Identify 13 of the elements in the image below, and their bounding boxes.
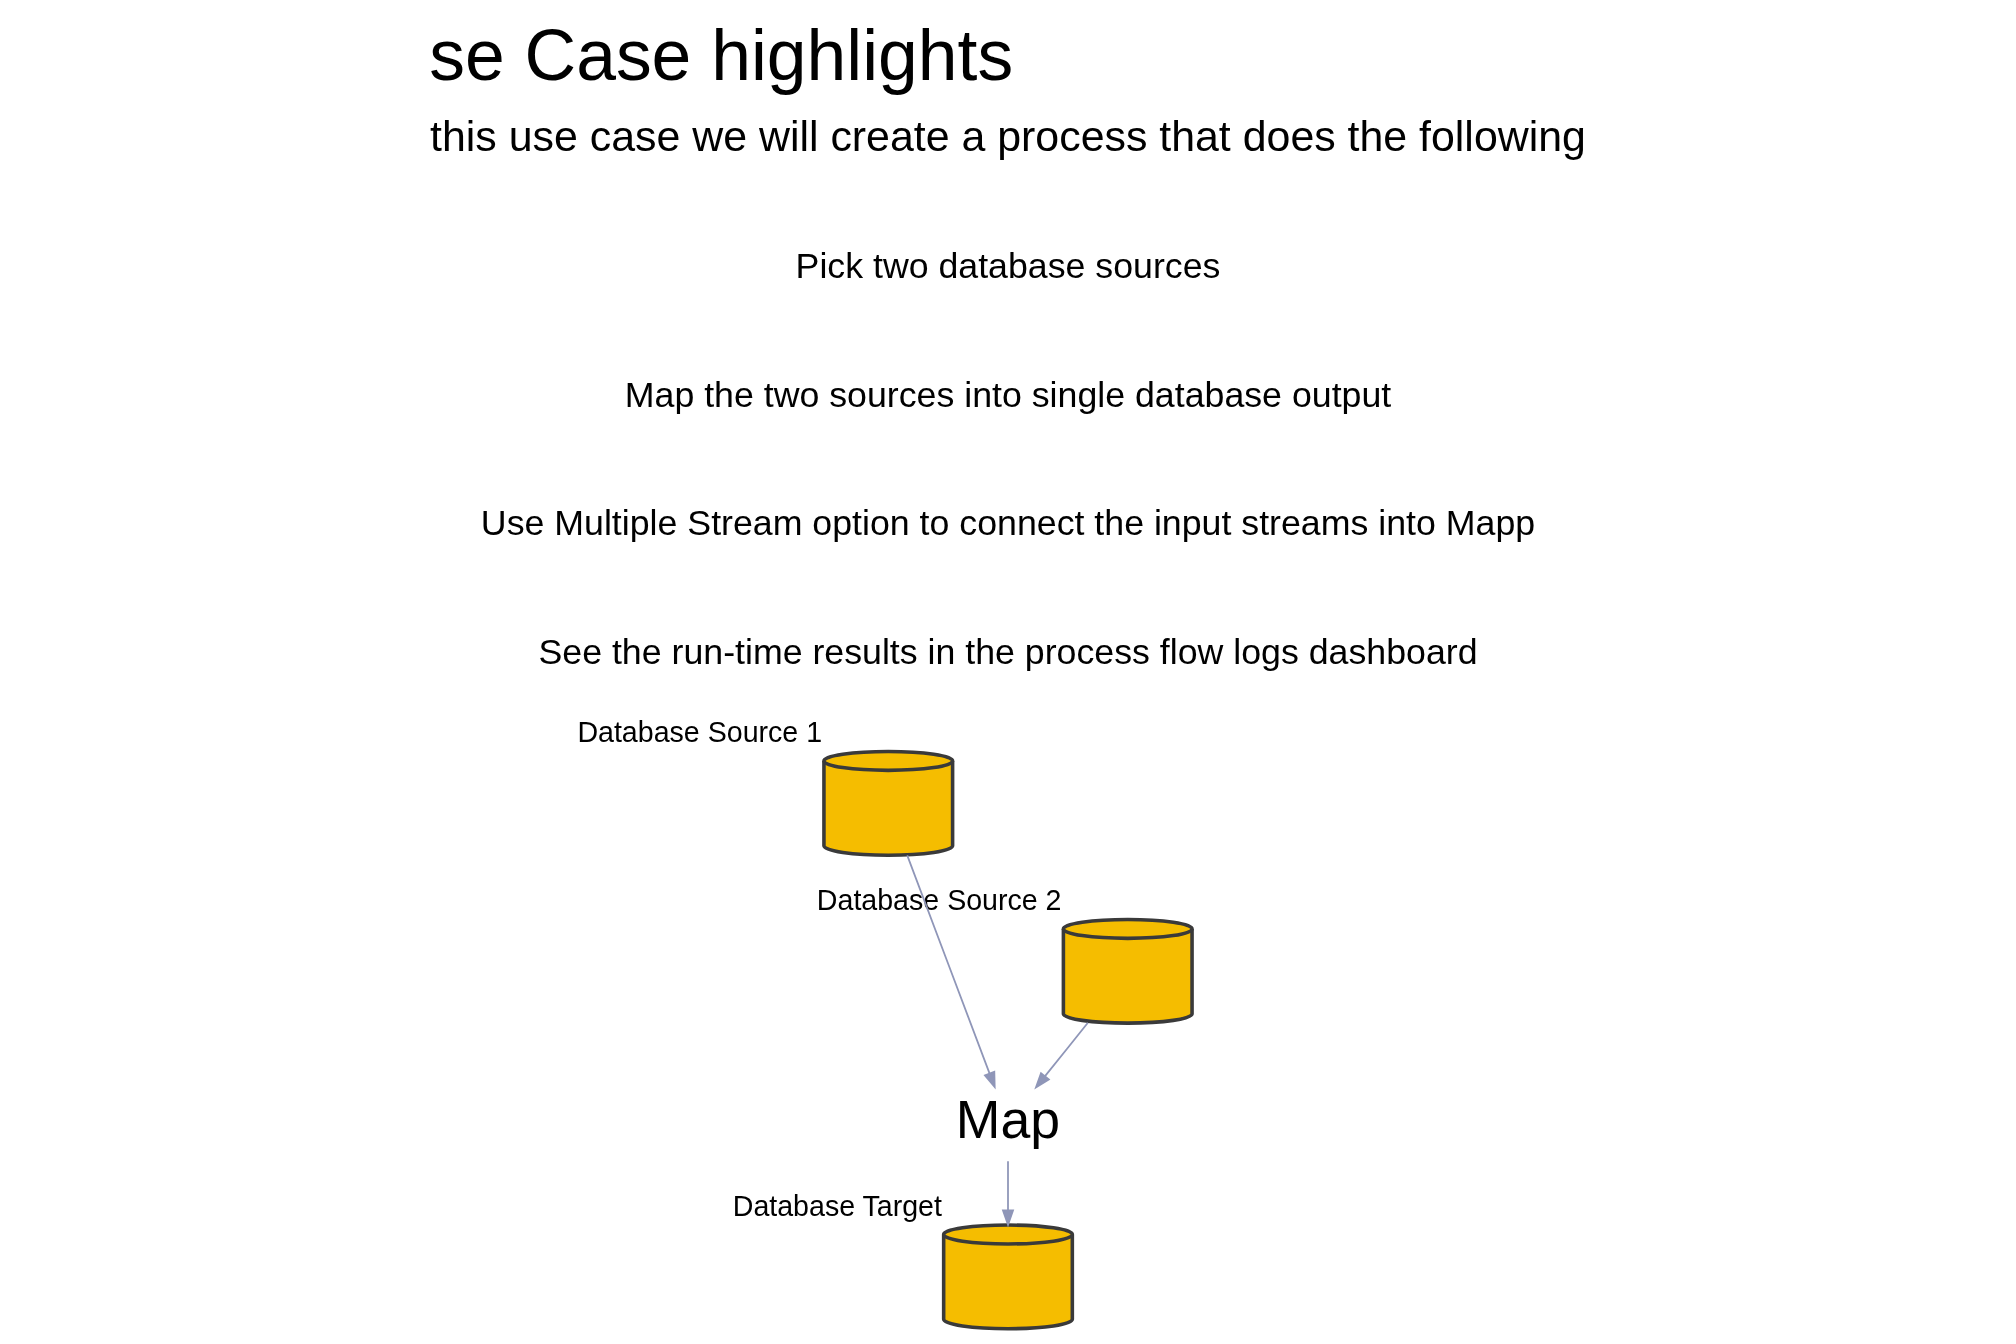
node-label: Database Source 1 [577, 716, 823, 749]
arrow [1034, 1021, 1089, 1090]
label: Map the two sources into single database output [624, 374, 1392, 415]
node-label: Database Source 2 [816, 884, 1062, 917]
label: Pick two database sources [795, 245, 1221, 286]
label: See the run-time results in the process flow logs dashboard [538, 631, 1478, 672]
label: Use Multiple Stream option to connect the input streams into Mapp [480, 503, 1536, 544]
node-text: Map [955, 1088, 1061, 1149]
label: this use case we will create a process that does the following [430, 112, 1586, 161]
arrow [1001, 1160, 1015, 1228]
node-label: Database Target [732, 1189, 942, 1222]
diagram-title: se Case highlights [429, 14, 1014, 95]
arrow [906, 854, 996, 1090]
